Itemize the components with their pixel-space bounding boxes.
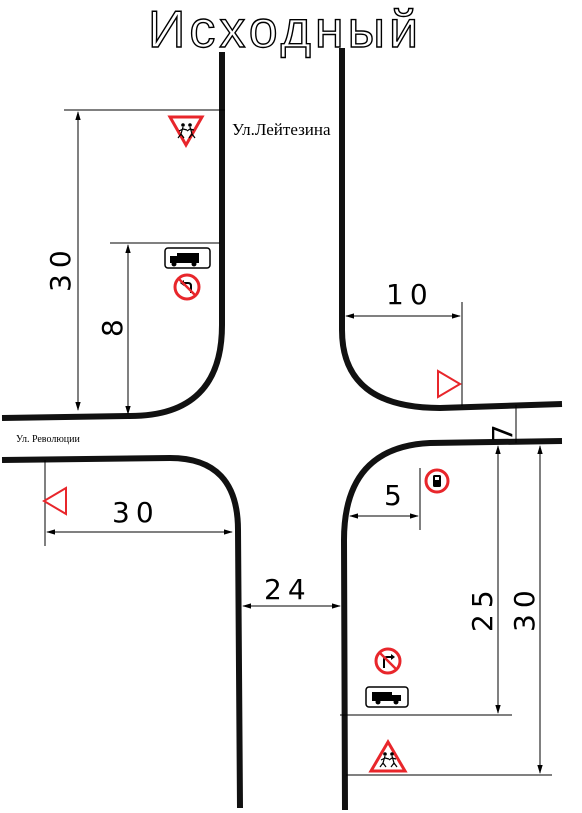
- yield-right-icon: [437, 369, 462, 399]
- dimension-right-lower-long: 30: [346, 445, 552, 776]
- dimension-left-long: 30: [44, 109, 225, 411]
- no-right-turn-icon: [374, 647, 402, 675]
- dimension-label-right-lower-long: 30: [508, 584, 541, 632]
- dimension-lower-left: 30: [44, 460, 233, 546]
- curb-top-left: [1, 52, 225, 421]
- dimension-right-corner: 10: [345, 278, 463, 406]
- street-name-west: Ул. Революции: [16, 434, 80, 445]
- curb-bottom-right: [340, 438, 563, 811]
- dimension-label-right-corner: 10: [386, 278, 434, 311]
- yield-left-icon: [42, 486, 67, 516]
- road-curbs: [1, 48, 563, 811]
- children-warning-bottom-icon: [368, 739, 408, 773]
- children-warning-icon: [167, 115, 205, 149]
- dimension-right-width: 7: [486, 405, 519, 443]
- truck-plate-bottom-icon: [365, 686, 409, 708]
- dimension-label-left-long: 30: [44, 244, 77, 292]
- curb-bottom-left: [1, 454, 243, 809]
- dimension-label-lower-left: 30: [112, 496, 160, 529]
- dimension-road-width: 24: [242, 573, 341, 609]
- dimension-label-road-width: 24: [264, 573, 312, 606]
- dimension-right-lower-short: 25: [340, 445, 512, 716]
- no-left-turn-icon: [173, 273, 201, 301]
- street-name-north: Ул.Лейтезина: [232, 120, 331, 139]
- dimension-left-short: 8: [96, 242, 220, 415]
- dimension-label-lower-right: 5: [384, 479, 408, 512]
- curb-top-right: [339, 48, 563, 412]
- dimension-lower-right: 5: [349, 468, 421, 530]
- telephone-icon: [424, 468, 450, 494]
- dimension-label-right-width: 7: [486, 418, 519, 442]
- dimension-label-left-short: 8: [96, 313, 129, 337]
- dimension-label-right-lower-short: 25: [466, 584, 499, 632]
- page-title: Исходный: [148, 1, 422, 59]
- truck-plate-icon: [164, 247, 211, 269]
